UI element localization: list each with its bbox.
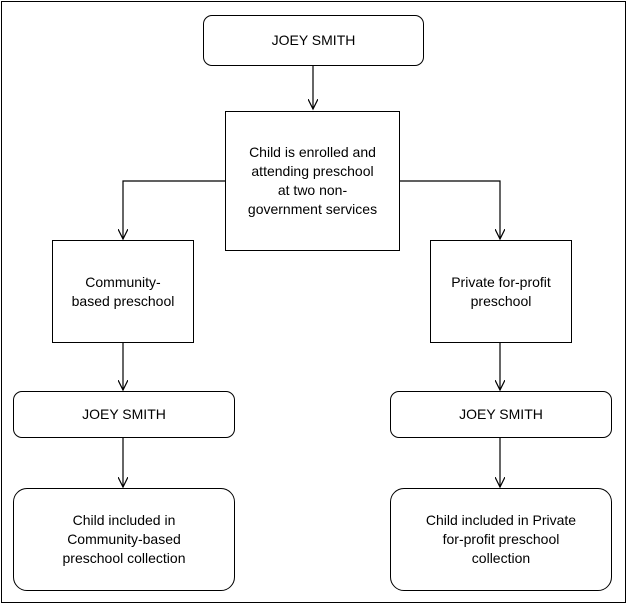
private-preschool-label: Private for-profit preschool	[451, 273, 551, 309]
arrow-center-to-community	[123, 180, 225, 239]
private-result-box: Child included in Private for-profit pre…	[390, 488, 612, 591]
private-preschool-box: Private for-profit preschool	[430, 240, 572, 343]
community-result-box: Child included in Community-based presch…	[13, 488, 235, 591]
private-result-label: Child included in Private for-profit pre…	[425, 512, 577, 566]
community-preschool-label: Community- based preschool	[71, 273, 175, 309]
left-name-box: JOEY SMITH	[13, 391, 235, 438]
right-name-box: JOEY SMITH	[390, 391, 612, 438]
right-name-label: JOEY SMITH	[459, 406, 543, 422]
arrow-center-to-private	[400, 180, 500, 239]
community-result-label: Child included in Community-based presch…	[62, 512, 186, 566]
left-name-label: JOEY SMITH	[82, 406, 166, 422]
top-name-box: JOEY SMITH	[203, 15, 424, 66]
enrollment-label: Child is enrolled and attending preschoo…	[247, 144, 378, 217]
enrollment-box: Child is enrolled and attending preschoo…	[225, 111, 400, 251]
top-name-label: JOEY SMITH	[271, 32, 356, 48]
community-preschool-box: Community- based preschool	[52, 240, 194, 343]
